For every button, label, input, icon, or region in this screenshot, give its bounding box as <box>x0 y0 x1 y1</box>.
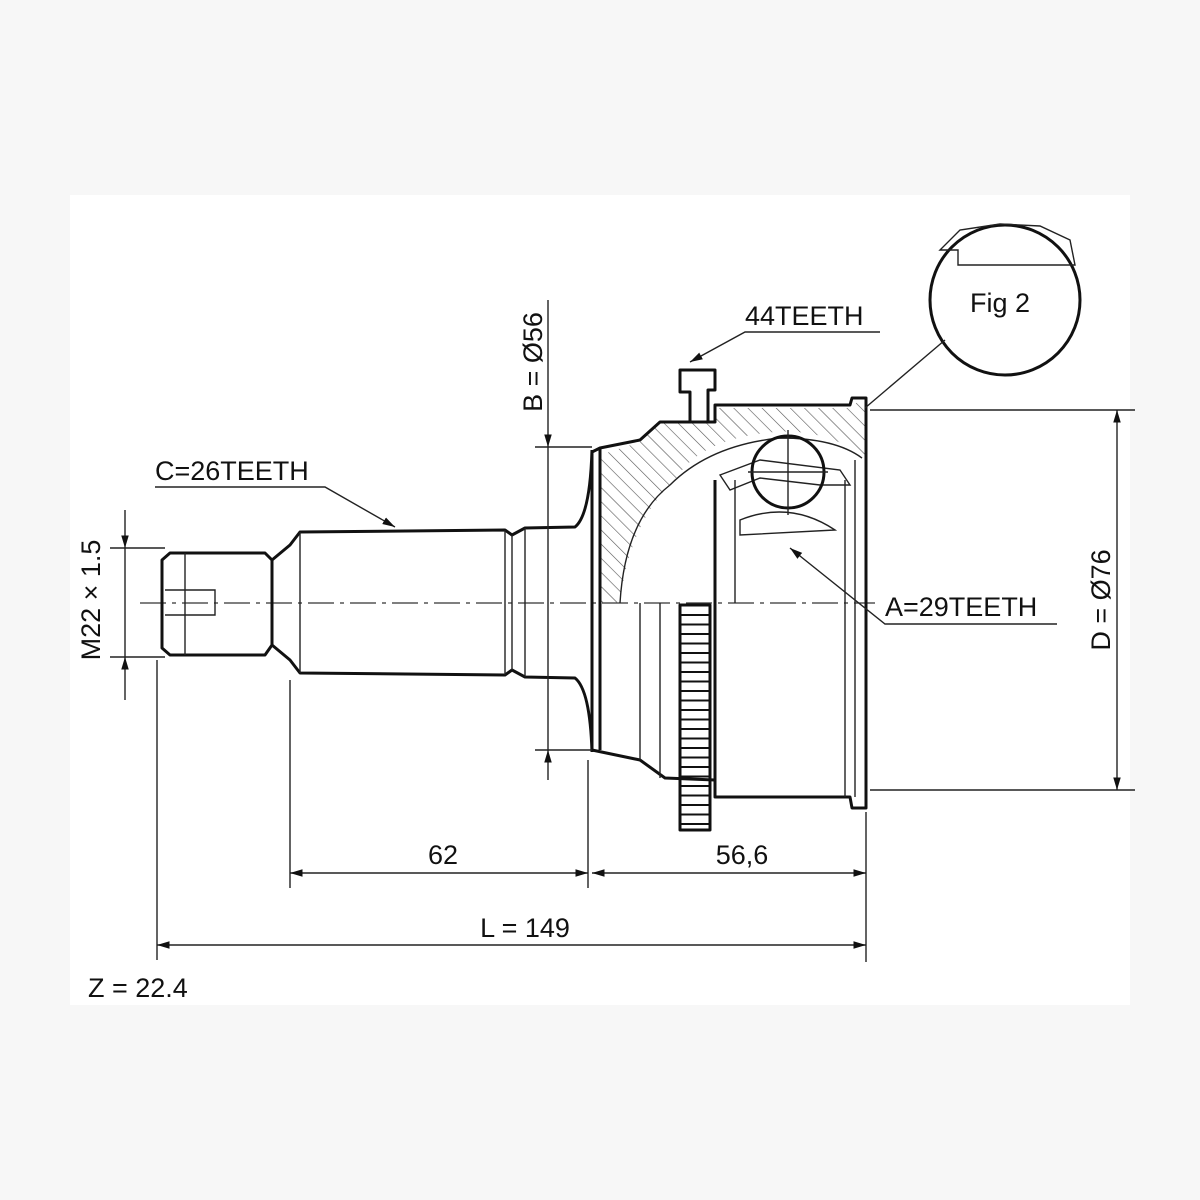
outer-teeth-label: 44TEETH <box>745 301 864 331</box>
dimensions: D = Ø76 B = Ø56 M22 × 1.5 62 56,6 L = 14… <box>76 300 1135 962</box>
thread-label: M22 × 1.5 <box>76 540 106 661</box>
callouts: C=26TEETH 44TEETH A=29TEETH <box>155 301 1057 625</box>
fig-2-label: Fig 2 <box>970 288 1030 318</box>
c-teeth-label: C=26TEETH <box>155 456 309 486</box>
z-value-label: Z = 22.4 <box>88 973 188 1003</box>
fig-2-detail: Fig 2 <box>864 223 1082 409</box>
a-teeth-label: A=29TEETH <box>885 592 1037 622</box>
d-diameter-label: D = Ø76 <box>1086 549 1116 650</box>
length-56-6-label: 56,6 <box>716 840 769 870</box>
outer-bell-housing <box>590 368 868 810</box>
total-length-label: L = 149 <box>480 913 570 943</box>
stub-shaft <box>160 449 594 753</box>
outer-tab <box>678 368 717 424</box>
b-diameter-label: B = Ø56 <box>518 312 548 412</box>
abs-tone-ring <box>678 603 712 832</box>
length-62-label: 62 <box>428 840 458 870</box>
